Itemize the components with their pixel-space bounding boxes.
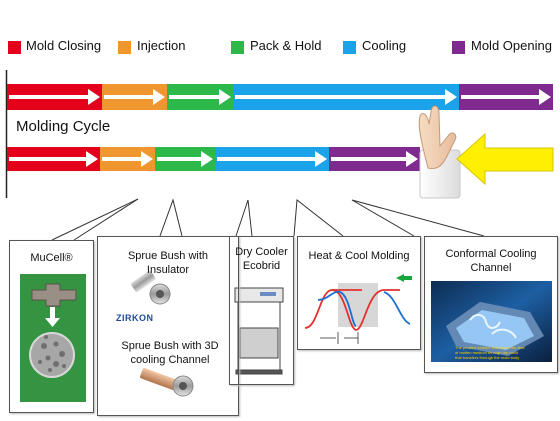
sprue-bush-insulator-image [131, 270, 171, 305]
zirkon-logo: ZIRKON [116, 313, 154, 323]
mucell-title: MuCell® [30, 252, 73, 264]
callout-dry-cooler: Dry Cooler Ecobrid [229, 236, 294, 385]
sprue-bush-3d-cooling-image [140, 368, 194, 397]
legend-label-mold-closing: Mold Closing [26, 38, 102, 53]
heat-cool-chart [304, 274, 412, 344]
molding-cycle-title: Molding Cycle [16, 118, 111, 135]
legend-label-cooling: Cooling [362, 38, 407, 53]
callout-conformal-cooling: Conformal Cooling Channel The product ex… [424, 236, 558, 373]
dry-cooler-title: Dry Cooler Ecobrid [235, 246, 288, 272]
improved-cycle-bar [7, 147, 420, 171]
legend-label-injection: Injection [137, 38, 186, 53]
legend-swatch-mold-opening [452, 41, 465, 54]
callout-sprue-bush: Sprue Bush with Insulator ZIRKON Sprue B… [97, 236, 239, 416]
dry-cooler-image [234, 287, 284, 375]
mucell-image [20, 274, 86, 402]
bar-arrows [9, 89, 551, 105]
conformal-cooling-image [431, 281, 552, 362]
sprue-bush-3d-cooling-title: Sprue Bush with 3D cooling Channel [121, 340, 219, 366]
legend-swatch-cooling [343, 41, 356, 54]
stop-hand-icon [418, 105, 461, 199]
callout-leader-lines [51, 198, 485, 241]
current-cycle-bar [7, 84, 553, 110]
heat-cool-title: Heat & Cool Molding [308, 250, 410, 262]
sprue-bush-insulator-title: Sprue Bush with Insulator [127, 250, 209, 276]
legend-label-mold-opening: Mold Opening [471, 38, 552, 53]
conformal-cooling-title: Conformal Cooling Channel [445, 248, 537, 274]
legend-swatch-mold-closing [8, 41, 21, 54]
bar2-arrows [9, 151, 418, 167]
callout-heat-cool: Heat & Cool Molding [297, 236, 421, 350]
yellow-left-arrow-icon [456, 132, 554, 186]
callout-mucell: MuCell® [9, 240, 94, 413]
legend-swatch-pack-hold [231, 41, 244, 54]
legend-swatch-injection [118, 41, 131, 54]
conformal-overlay-text: The product exterior that slows the flow… [455, 345, 525, 360]
legend-label-pack-hold: Pack & Hold [250, 38, 322, 53]
